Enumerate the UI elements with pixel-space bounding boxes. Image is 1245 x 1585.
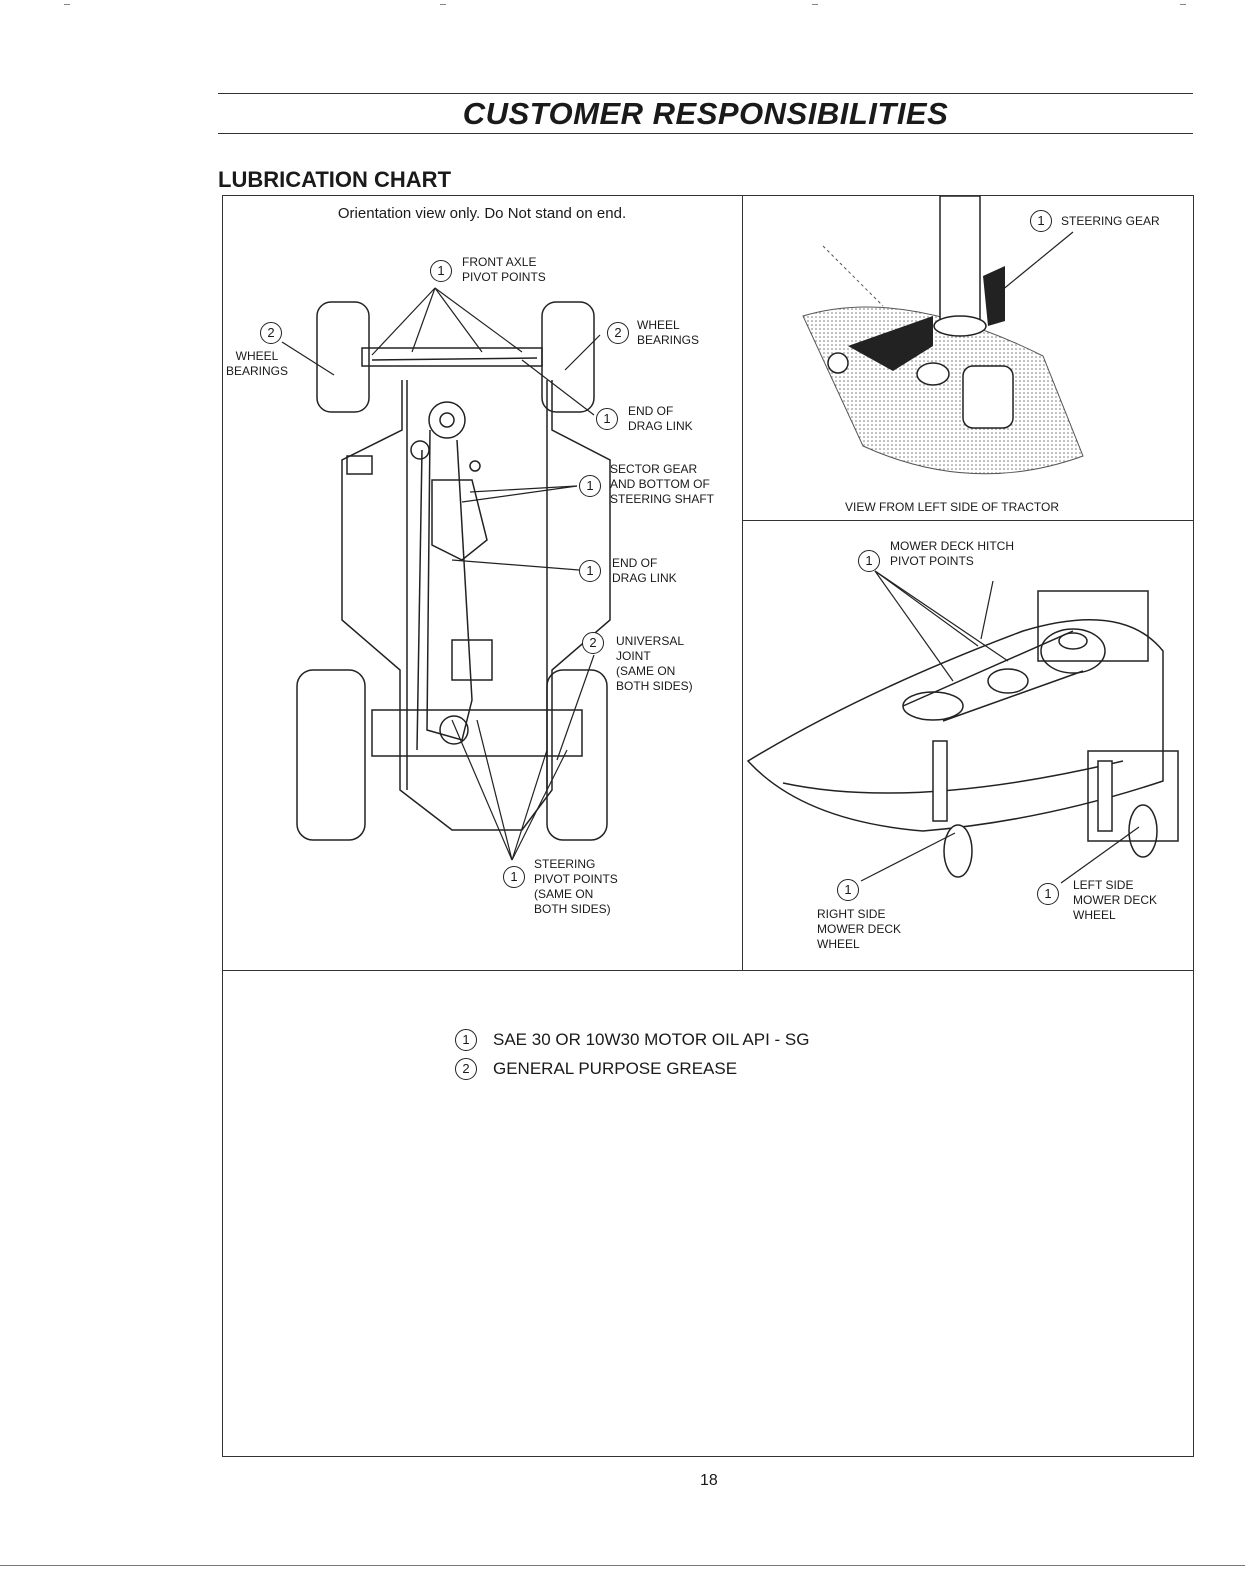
deck-pulley	[902, 691, 964, 721]
callout-number: 1	[579, 560, 601, 582]
steering-gear-illustration	[802, 196, 1084, 475]
chassis-outline	[341, 380, 611, 831]
chart-frame	[222, 195, 1194, 1457]
steering-gear-diagram: 1 STEERING GEAR VIEW FROM LEFT SIDE OF T…	[743, 196, 1193, 520]
panel-divider-horizontal	[222, 970, 1194, 971]
legend-item: 1 SAE 30 OR 10W30 MOTOR OIL API - SG	[455, 1025, 810, 1054]
lubricant-legend: 1 SAE 30 OR 10W30 MOTOR OIL API - SG 2 G…	[455, 1025, 810, 1083]
steering-view-caption: VIEW FROM LEFT SIDE OF TRACTOR	[845, 500, 1060, 514]
panel-divider-vertical	[742, 195, 743, 970]
callout-number: 1	[837, 879, 859, 901]
callout-number: 2	[582, 632, 604, 654]
legend-text: GENERAL PURPOSE GREASE	[493, 1058, 738, 1078]
left-deck-wheel	[1128, 804, 1158, 858]
scan-mark	[440, 0, 446, 5]
callout-number: 1	[858, 550, 880, 572]
callout-number: 1	[1037, 883, 1059, 905]
steering-gear-label: STEERING GEAR	[1061, 214, 1160, 228]
mower-deck-body	[746, 619, 1164, 832]
engine-pulley	[428, 401, 466, 439]
panel-divider-right	[742, 520, 1194, 521]
rear-transaxle	[371, 709, 583, 757]
legend-text: SAE 30 OR 10W30 MOTOR OIL API - SG	[493, 1029, 810, 1049]
page-bottom-rule	[0, 1565, 1245, 1566]
legend-number: 2	[455, 1057, 477, 1080]
page-title: CUSTOMER RESPONSIBILITIES	[462, 96, 949, 131]
legend-number: 1	[455, 1028, 477, 1051]
tractor-underside-illustration	[281, 287, 611, 861]
callout-number: 2	[607, 322, 629, 344]
page-number: 18	[700, 1472, 718, 1489]
scan-mark	[1180, 0, 1186, 5]
mower-deck-illustration	[746, 570, 1179, 884]
rear-left-tire	[296, 669, 366, 841]
rear-right-tire	[546, 669, 608, 841]
callout-number: 1	[596, 408, 618, 430]
right-deck-wheel	[943, 824, 973, 878]
header-top-rule	[218, 93, 1193, 94]
callout-number: 1	[430, 260, 452, 282]
callout-number: 1	[1030, 210, 1052, 232]
sector-gear	[431, 479, 488, 561]
callout-number: 2	[260, 322, 282, 344]
header-bottom-rule	[218, 133, 1193, 134]
front-axle	[361, 347, 543, 367]
callout-number: 1	[503, 866, 525, 888]
front-left-tire	[316, 301, 370, 413]
orientation-note: Orientation view only. Do Not stand on e…	[337, 205, 627, 222]
section-title: LUBRICATION CHART	[218, 167, 452, 192]
callout-number: 1	[579, 475, 601, 497]
scan-mark	[812, 0, 818, 5]
sector-gear-teeth	[848, 316, 933, 371]
legend-item: 2 GENERAL PURPOSE GREASE	[455, 1054, 810, 1083]
scan-mark	[64, 0, 70, 5]
steering-shaft	[939, 196, 981, 327]
